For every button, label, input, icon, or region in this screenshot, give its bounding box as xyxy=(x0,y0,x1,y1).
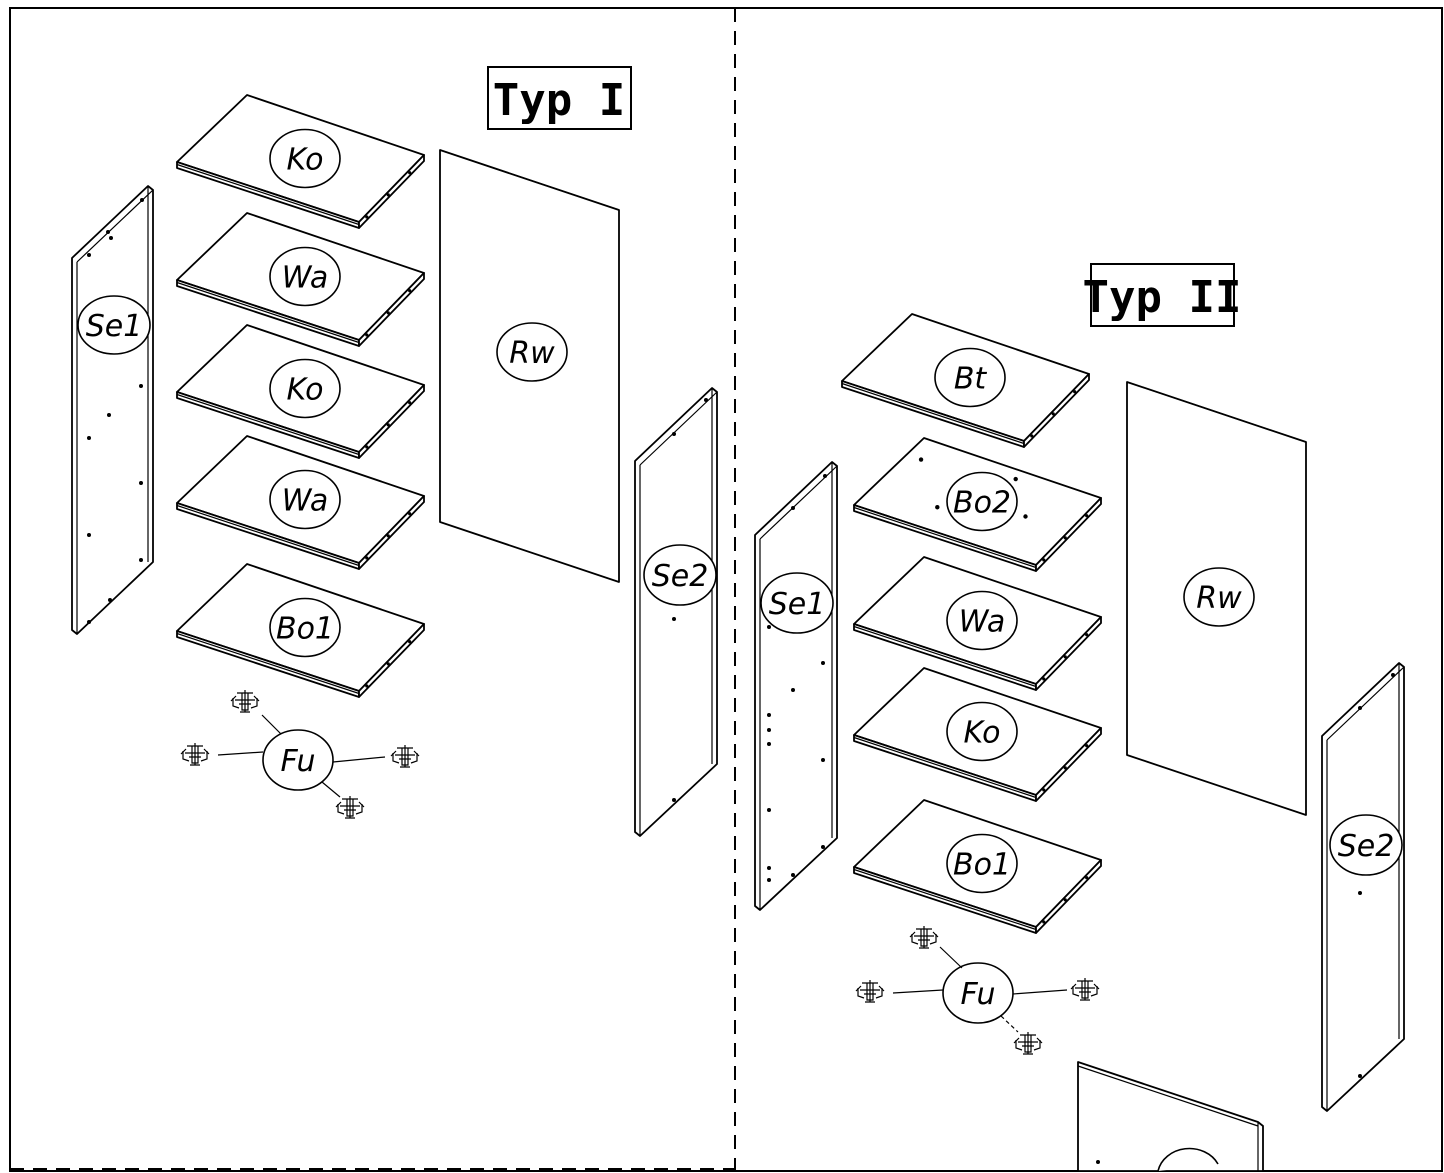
typ1-shelf-1-label: Wa xyxy=(282,261,328,296)
typ1-shelf-0-label: Ko xyxy=(287,143,324,178)
typ1-shelf-1: Wa xyxy=(176,212,425,347)
drawing-frame xyxy=(9,7,1443,1172)
typ2-title: Typ II xyxy=(1083,272,1242,323)
typ2-back-panel: Rw xyxy=(1126,381,1307,816)
typ1-back-panel-label: Rw xyxy=(509,336,555,371)
typ1-left-side-label: Se1 xyxy=(86,309,143,344)
typ1-foot-icon xyxy=(335,796,365,819)
typ1-title: Typ I xyxy=(493,75,625,126)
typ2-shelf-4: Bo1 xyxy=(853,799,1102,934)
typ2-foot-icon xyxy=(1070,978,1100,1001)
typ1-shelf-3: Wa xyxy=(176,435,425,570)
typ1-shelf-4-label: Bo1 xyxy=(276,612,334,647)
typ2-foot-icon xyxy=(855,980,885,1003)
typ2-shelf-3-label: Ko xyxy=(964,716,1001,751)
typ2-shelf-1: Bo2 xyxy=(853,437,1102,572)
typ1-feet-group: Fu xyxy=(180,690,420,819)
typ2-feet-label: Fu xyxy=(960,977,995,1012)
typ2-foot-icon xyxy=(909,926,939,949)
typ2-shelf-0-label: Bt xyxy=(954,362,988,397)
typ1-shelf-2-label: Ko xyxy=(287,373,324,408)
typ1-shelf-3-label: Wa xyxy=(282,484,328,519)
typ2-shelf-2: Wa xyxy=(853,556,1102,691)
typ2-shelf-1-label: Bo2 xyxy=(953,486,1011,521)
typ1-shelf-2: Ko xyxy=(176,324,425,459)
typ1-foot-icon xyxy=(180,743,210,766)
typ1-foot-icon xyxy=(390,745,420,768)
typ1-shelf-4: Bo1 xyxy=(176,563,425,698)
typ2-shelf-4-label: Bo1 xyxy=(953,848,1011,883)
typ2-left-side: Se1 xyxy=(754,461,838,911)
typ2-right-side-label: Se2 xyxy=(1338,829,1395,864)
typ2-shelf-3: Ko xyxy=(853,667,1102,802)
typ2-back-panel-label: Rw xyxy=(1196,581,1242,616)
typ1-right-side-label: Se2 xyxy=(652,559,709,594)
typ2-title-box xyxy=(1090,263,1235,327)
typ1-left-side: Se1 xyxy=(71,185,154,635)
typ2-extra-panel xyxy=(1077,1061,1264,1172)
typ1-right-side: Se2 xyxy=(634,387,718,837)
typ1-foot-icon xyxy=(230,690,260,713)
typ2-shelf-2-label: Wa xyxy=(959,605,1005,640)
typ2-feet-group: Fu xyxy=(855,926,1100,1055)
typ1-feet-label: Fu xyxy=(280,744,315,779)
typ2-foot-icon xyxy=(1013,1032,1043,1055)
typ1-shelf-0: Ko xyxy=(176,94,425,229)
typ2-shelf-0: Bt xyxy=(841,313,1090,448)
typ1-back-panel: Rw xyxy=(439,149,620,583)
typ1-title-box xyxy=(487,66,632,130)
typ2-left-side-label: Se1 xyxy=(769,587,826,622)
typ2-right-side: Se2 xyxy=(1321,662,1405,1112)
